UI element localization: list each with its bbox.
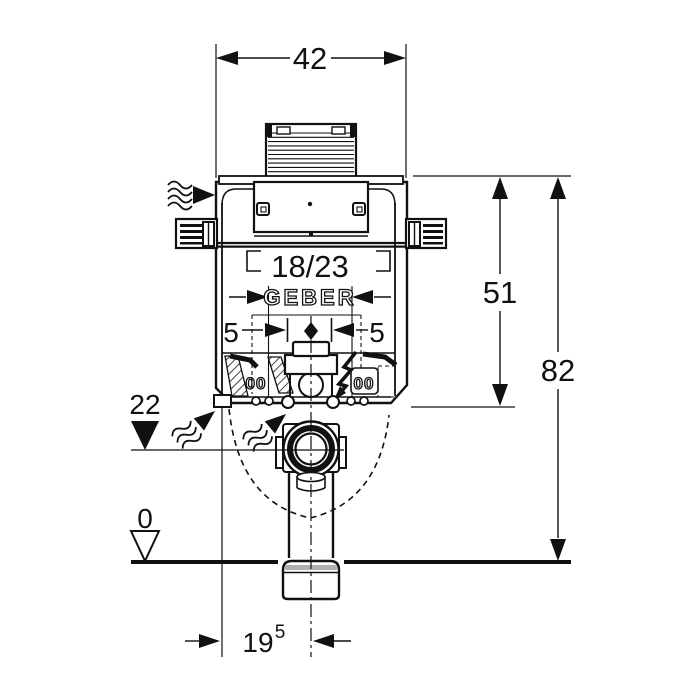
dim-19-label: 19 xyxy=(242,627,273,658)
arrowhead-down-icon xyxy=(492,384,508,406)
arrowhead-left-icon xyxy=(313,634,334,648)
arrowhead-right-icon xyxy=(247,290,268,304)
dim-outlet-offset: 19 5 xyxy=(185,408,351,658)
dim-42-label: 42 xyxy=(293,41,327,76)
internal-mechanism: 00 00 xyxy=(213,340,398,409)
wall-surface-arrow xyxy=(167,180,215,211)
arrowhead-right-icon xyxy=(265,323,286,337)
wall-bracket-left xyxy=(174,217,219,250)
arrowhead-up-icon xyxy=(550,177,566,199)
dim-18-23-label: 18/23 xyxy=(271,249,349,284)
corner-mark-right xyxy=(376,250,391,272)
access-panel xyxy=(252,180,370,237)
level-triangle-open-icon xyxy=(129,530,161,564)
mark-right-label: 00 xyxy=(354,374,375,393)
center-strut-hatched xyxy=(267,356,294,394)
fixing-hole xyxy=(359,396,369,406)
dim-panel-range: 18/23 xyxy=(246,249,391,284)
body-outline xyxy=(214,180,409,405)
dim-width-top: 42 xyxy=(215,41,407,178)
cistern-body xyxy=(214,175,409,405)
fixing-hole-large xyxy=(281,395,295,409)
box-notch-left xyxy=(276,126,291,135)
center-diamond-icon xyxy=(304,322,318,340)
panel-center-dot xyxy=(307,201,313,207)
protection-box xyxy=(264,122,358,179)
arrowhead-icon xyxy=(264,414,286,434)
fixing-hole xyxy=(251,396,261,406)
wall-bracket-right xyxy=(404,217,448,250)
left-bracket-arm xyxy=(229,353,259,369)
arrowhead-up-icon xyxy=(492,177,508,199)
arrowhead-left-icon xyxy=(352,290,373,304)
mark-left-label: 00 xyxy=(246,374,267,393)
bottom-left-notch xyxy=(213,394,232,408)
brand-text: GEBER xyxy=(263,285,356,310)
arrowhead-down-icon xyxy=(550,539,566,561)
level-triangle-filled-icon xyxy=(131,421,159,450)
arrowhead-right-icon xyxy=(199,634,220,648)
dim-19-sup-label: 5 xyxy=(275,622,286,643)
arrowhead-right-icon xyxy=(193,186,215,204)
dim-total-height-82: 82 xyxy=(541,177,575,561)
arrowhead-icon xyxy=(193,411,215,431)
level-marker-0: 0 xyxy=(129,503,161,564)
airflow-arrow-right xyxy=(242,414,286,452)
airflow-arrow-left xyxy=(171,411,215,449)
dim-82-label: 82 xyxy=(541,353,575,388)
level-0-label: 0 xyxy=(137,503,153,534)
box-notch-right xyxy=(331,126,346,135)
level-22-label: 22 xyxy=(129,389,160,420)
fixing-hole-large xyxy=(326,395,340,409)
brand-dimension-row: GEBER xyxy=(229,284,391,400)
dim-upper-height-51: 51 xyxy=(411,175,571,408)
corner-mark-left xyxy=(246,250,261,272)
dim-51-label: 51 xyxy=(483,275,517,310)
arrowhead-left-icon xyxy=(333,323,354,337)
arrowhead-right-icon xyxy=(384,51,406,65)
dim-5-right-label: 5 xyxy=(369,317,385,348)
level-marker-22: 22 xyxy=(129,389,344,451)
arrowhead-left-icon xyxy=(216,51,238,65)
right-bracket-arm xyxy=(362,351,398,368)
dim-5-left-label: 5 xyxy=(223,317,239,348)
fixing-hole xyxy=(346,396,356,406)
fixing-hole xyxy=(264,396,274,406)
